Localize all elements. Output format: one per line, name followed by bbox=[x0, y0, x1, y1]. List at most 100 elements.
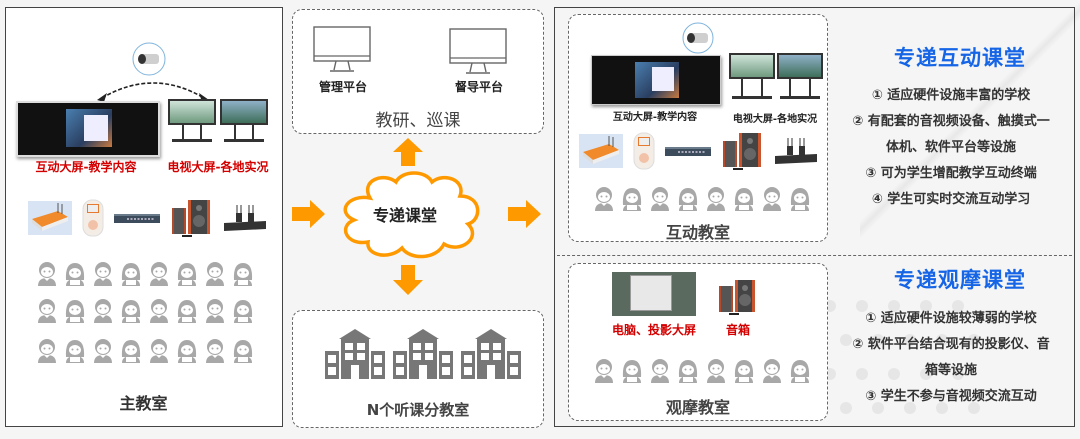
student-icon bbox=[146, 297, 174, 323]
student-icon bbox=[202, 260, 230, 286]
school-building-icon bbox=[459, 327, 523, 379]
tv-screen-label: 电视大屏-各地实况 bbox=[732, 114, 818, 125]
school-building-icon bbox=[391, 327, 455, 379]
student-icon bbox=[118, 297, 146, 323]
student-icon bbox=[731, 357, 759, 383]
student-row bbox=[34, 297, 258, 323]
background-dot bbox=[968, 334, 980, 346]
student-icon bbox=[787, 185, 815, 211]
monitor-icon bbox=[449, 28, 507, 74]
background-dot bbox=[840, 334, 852, 346]
student-icon bbox=[90, 337, 118, 363]
student-icon bbox=[230, 260, 258, 286]
arrow-up-icon bbox=[393, 138, 423, 166]
interactive-classroom-title: 互动教室 bbox=[665, 223, 730, 242]
school-building-icon bbox=[323, 327, 387, 379]
background-dot bbox=[920, 300, 932, 312]
background-dot bbox=[904, 402, 916, 414]
background-dot bbox=[872, 402, 884, 414]
cloud-label: 专递课堂 bbox=[372, 206, 437, 225]
background-dot bbox=[856, 368, 868, 380]
student-icon bbox=[146, 260, 174, 286]
answer-clicker-icon bbox=[632, 132, 656, 174]
student-icon bbox=[230, 297, 258, 323]
student-icon bbox=[174, 260, 202, 286]
student-icon bbox=[34, 297, 62, 323]
tv-screen-image bbox=[777, 53, 823, 99]
feature-item: ③ 可为学生增配教学互动终端 bbox=[865, 166, 1037, 181]
monitor-icon bbox=[313, 26, 371, 72]
student-icon bbox=[62, 297, 90, 323]
arrow-right-icon bbox=[508, 200, 541, 228]
background-dot bbox=[952, 368, 964, 380]
tv-screen-image bbox=[220, 99, 268, 142]
speaker-label: 音箱 bbox=[725, 323, 750, 337]
student-icon bbox=[146, 337, 174, 363]
student-icon bbox=[118, 260, 146, 286]
student-icon bbox=[703, 185, 731, 211]
interactive-screen-label: 互动大屏-教学内容 bbox=[612, 112, 698, 123]
interactive-classroom-box: 互动大屏-教学内容 电视大屏-各地实况 互动教室 bbox=[568, 14, 828, 242]
student-icon bbox=[647, 357, 675, 383]
wireless-microphone-receiver-icon bbox=[773, 136, 819, 170]
charging-cabinet-icon bbox=[28, 201, 72, 239]
student-icon bbox=[619, 357, 647, 383]
background-dot bbox=[920, 368, 932, 380]
arrow-down-icon bbox=[393, 265, 423, 295]
feature-item: ④ 学生可实时交流互动学习 bbox=[871, 192, 1031, 207]
background-stripes bbox=[860, 0, 1080, 240]
platform-box: 管理平台 督导平台 教研、巡课 bbox=[292, 9, 544, 134]
student-icon bbox=[62, 260, 90, 286]
right-panel bbox=[554, 7, 1075, 427]
projector-label: 电脑、投影大屏 bbox=[611, 323, 696, 337]
feature-item: ① 适应硬件设施丰富的学校 bbox=[871, 88, 1031, 103]
student-icon bbox=[675, 185, 703, 211]
student-icon bbox=[675, 357, 703, 383]
observation-classroom-box: 电脑、投影大屏 音箱 观摩教室 bbox=[568, 263, 828, 421]
branch-classroom-box: N个听课分教室 bbox=[292, 310, 544, 428]
student-icon bbox=[90, 260, 118, 286]
background-dot bbox=[936, 334, 948, 346]
device-row bbox=[579, 131, 819, 175]
feature-item: ③ 学生不参与音视频交流互动 bbox=[865, 389, 1037, 404]
background-dot bbox=[888, 300, 900, 312]
tv-screen-image bbox=[729, 53, 775, 99]
background-dot bbox=[968, 402, 980, 414]
student-icon bbox=[174, 297, 202, 323]
student-icon bbox=[703, 357, 731, 383]
student-icon bbox=[202, 297, 230, 323]
speakers-icon bbox=[170, 198, 214, 242]
platform-label: 督导平台 bbox=[454, 80, 503, 94]
network-switch-icon bbox=[113, 210, 161, 230]
observation-heading: 专递观摩课堂 bbox=[894, 268, 1026, 292]
student-icon bbox=[591, 185, 619, 211]
student-icon bbox=[759, 185, 787, 211]
cloud-shape bbox=[343, 171, 480, 259]
student-icon bbox=[34, 337, 62, 363]
feature-item: ② 软件平台结合现有的投影仪、音 bbox=[852, 337, 1050, 352]
student-icon bbox=[202, 337, 230, 363]
speakers-icon bbox=[721, 131, 765, 175]
interactive-screen-image bbox=[591, 55, 721, 105]
device-row bbox=[28, 198, 268, 242]
section-divider bbox=[557, 255, 1072, 256]
tv-screen-label: 电视大屏-各地实况 bbox=[167, 160, 269, 174]
speaker-icon bbox=[719, 280, 755, 315]
background-dot bbox=[840, 402, 852, 414]
background-dot bbox=[936, 402, 948, 414]
student-icon bbox=[647, 185, 675, 211]
background-dot bbox=[904, 334, 916, 346]
interactive-heading: 专递互动课堂 bbox=[894, 46, 1026, 70]
student-icon bbox=[591, 357, 619, 383]
wireless-microphone-receiver-icon bbox=[222, 203, 268, 237]
interactive-screen-label: 互动大屏-教学内容 bbox=[35, 160, 137, 174]
student-icon bbox=[759, 357, 787, 383]
student-icon bbox=[62, 337, 90, 363]
platform-box-title: 教研、巡课 bbox=[375, 111, 461, 131]
platform-label: 管理平台 bbox=[318, 80, 367, 94]
student-row bbox=[591, 357, 815, 383]
student-icon bbox=[230, 337, 258, 363]
student-icon bbox=[90, 297, 118, 323]
projector-screen-image bbox=[612, 272, 696, 316]
student-icon bbox=[174, 337, 202, 363]
